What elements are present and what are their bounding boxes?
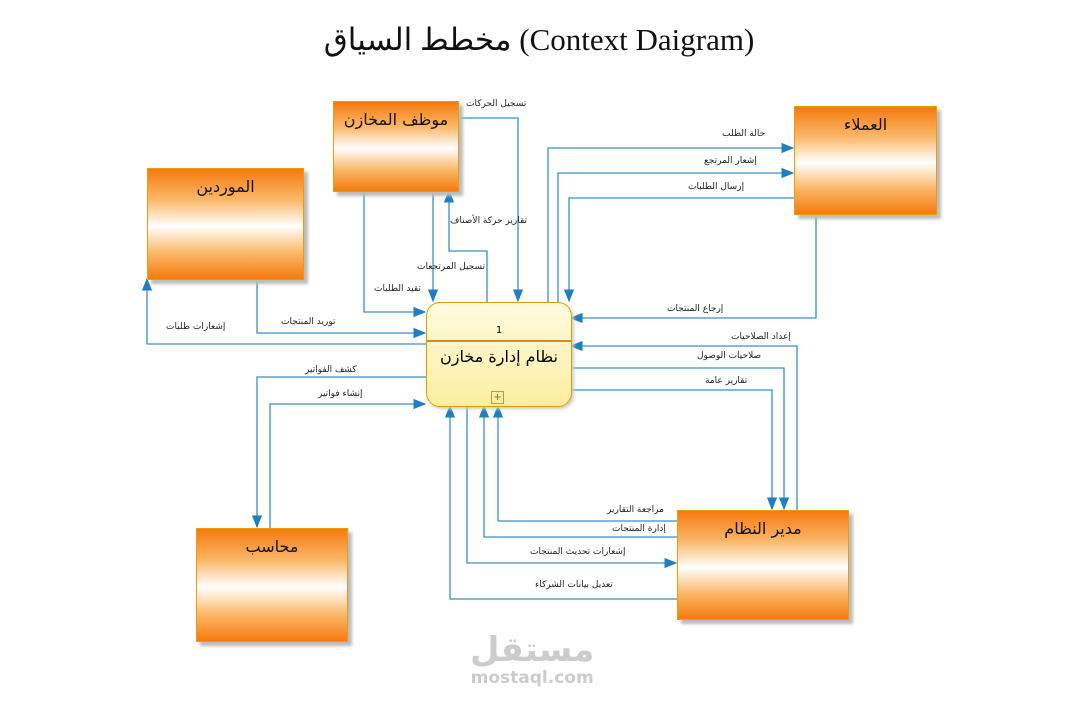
flow-label: تقيد الطلبات xyxy=(374,284,421,294)
watermark-arabic: مستقل xyxy=(470,630,595,670)
flow-line xyxy=(569,213,817,324)
entity-label: مدير النظام xyxy=(724,519,802,538)
flow-line xyxy=(269,398,427,528)
flow-label: تسجيل المرتجعات xyxy=(417,262,486,272)
entity-staff[interactable]: موظف المخازن xyxy=(333,101,459,192)
flow-line xyxy=(256,278,427,339)
watermark-latin: mostaql.com xyxy=(470,668,594,688)
entity-label: موظف المخازن xyxy=(343,110,449,129)
flow-label: إشعار المرتجع xyxy=(704,156,757,166)
flow-line xyxy=(557,167,795,302)
flow-label: حالة الطلب xyxy=(722,129,766,139)
flow-line xyxy=(570,389,778,511)
flow-label: إشعارات تحديث المنتجات xyxy=(530,547,626,557)
entity-label: العملاء xyxy=(843,115,888,134)
flow-line xyxy=(466,405,678,569)
flow-label: إعداد الصلاحيات xyxy=(731,332,791,342)
entity-label: الموردين xyxy=(196,177,255,196)
flow-line xyxy=(570,367,790,511)
entity-label: محاسب xyxy=(245,537,299,556)
flow-label: إدارة المنتجات xyxy=(612,524,666,534)
flow-line xyxy=(141,277,426,345)
flow-label: صلاحيات الوصول xyxy=(697,351,762,361)
flow-label: تقارير حركة الأصناف xyxy=(450,216,528,226)
entity-admin[interactable]: مدير النظام xyxy=(677,510,849,620)
process-inventory-system[interactable]: 1 نظام إدارة مخازن + xyxy=(426,302,572,407)
flow-line xyxy=(251,376,426,529)
flow-line xyxy=(547,142,795,302)
flow-label: تقارير عامة xyxy=(705,376,748,386)
flow-line xyxy=(478,404,677,538)
flow-line xyxy=(563,197,794,303)
flow-label: إرجاع المنتجات xyxy=(667,304,724,314)
flow-line xyxy=(444,404,677,600)
flow-label: إنشاء فواتير xyxy=(318,389,363,399)
diagram-title: مخطط السياق (Context Daigram) xyxy=(323,22,755,57)
entity-suppliers[interactable]: الموردين xyxy=(147,168,304,280)
flow-line xyxy=(457,117,524,303)
flow-label: كشف الفواتير xyxy=(305,365,357,375)
watermark-logo: مستقل mostaql.com xyxy=(470,632,594,688)
process-name: نظام إدارة مخازن xyxy=(440,347,558,366)
flow-line xyxy=(443,189,488,302)
flow-label: إرسال الطلبات xyxy=(688,182,745,192)
flow-label: إشعارات طلبات xyxy=(166,322,226,332)
flow-label: مراجعة التقارير xyxy=(607,505,664,515)
expand-plus-icon[interactable]: + xyxy=(491,391,504,404)
flow-label: تسجيل الحركات xyxy=(466,99,527,109)
flow-line xyxy=(569,340,798,510)
flow-line xyxy=(492,404,677,522)
entity-customers[interactable]: العملاء xyxy=(794,106,937,215)
process-divider xyxy=(427,340,571,342)
entity-accountant[interactable]: محاسب xyxy=(196,528,348,642)
process-number: 1 xyxy=(495,325,503,336)
flow-line xyxy=(363,190,427,318)
flow-label: تعديل بيانات الشركاء xyxy=(535,580,613,590)
flow-label: توريد المنتجات xyxy=(281,317,336,327)
